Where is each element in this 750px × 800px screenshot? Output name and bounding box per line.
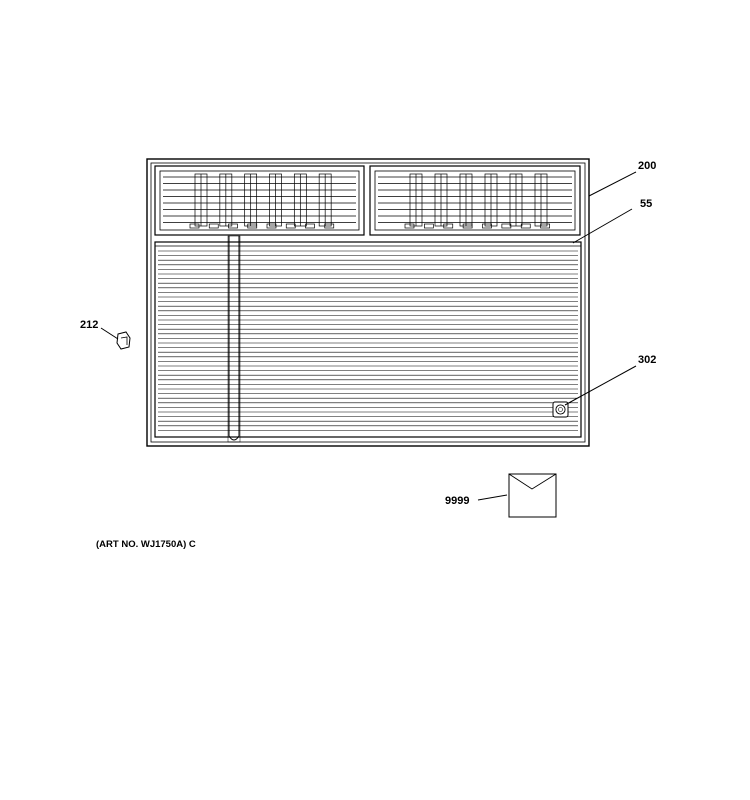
logo-badge: [552, 401, 569, 418]
callout-9999: 9999: [445, 495, 469, 507]
louver-tab: [424, 223, 434, 229]
right-air-vent: [369, 165, 581, 236]
louver-tab: [462, 223, 473, 229]
callout-55: 55: [640, 198, 652, 210]
louver-tab: [501, 223, 512, 229]
left-air-vent: [154, 165, 365, 236]
leader-line-302: [564, 365, 637, 406]
louver-tab: [540, 223, 550, 229]
leader-line-55: [572, 208, 633, 244]
louver-tab: [247, 223, 258, 229]
louver-tab: [404, 223, 415, 229]
filter-pull-handle: [227, 235, 241, 443]
callout-212: 212: [80, 319, 98, 331]
louver-tab: [443, 223, 454, 229]
louver-tab: [266, 223, 277, 229]
art-number: (ART NO. WJ1750A) C: [96, 539, 196, 550]
intake-grille: [154, 235, 582, 443]
leader-line-200: [588, 171, 637, 197]
leader-line-9999: [477, 494, 508, 501]
owners-manual-envelope: [508, 473, 557, 518]
louver-tab: [324, 223, 335, 229]
louver-tab: [208, 223, 219, 229]
louver-tab: [305, 223, 315, 229]
callout-302: 302: [638, 354, 656, 366]
louver-tab: [189, 223, 200, 229]
louver-tab: [482, 223, 492, 229]
leader-line-212: [100, 327, 119, 340]
louver-tab: [285, 223, 296, 229]
louver-tab: [520, 223, 531, 229]
front-frame-inner: [150, 162, 586, 443]
callout-200: 200: [638, 160, 656, 172]
leader-lines: [100, 171, 637, 501]
mounting-screw: [116, 331, 131, 350]
louver-tab: [228, 223, 238, 229]
